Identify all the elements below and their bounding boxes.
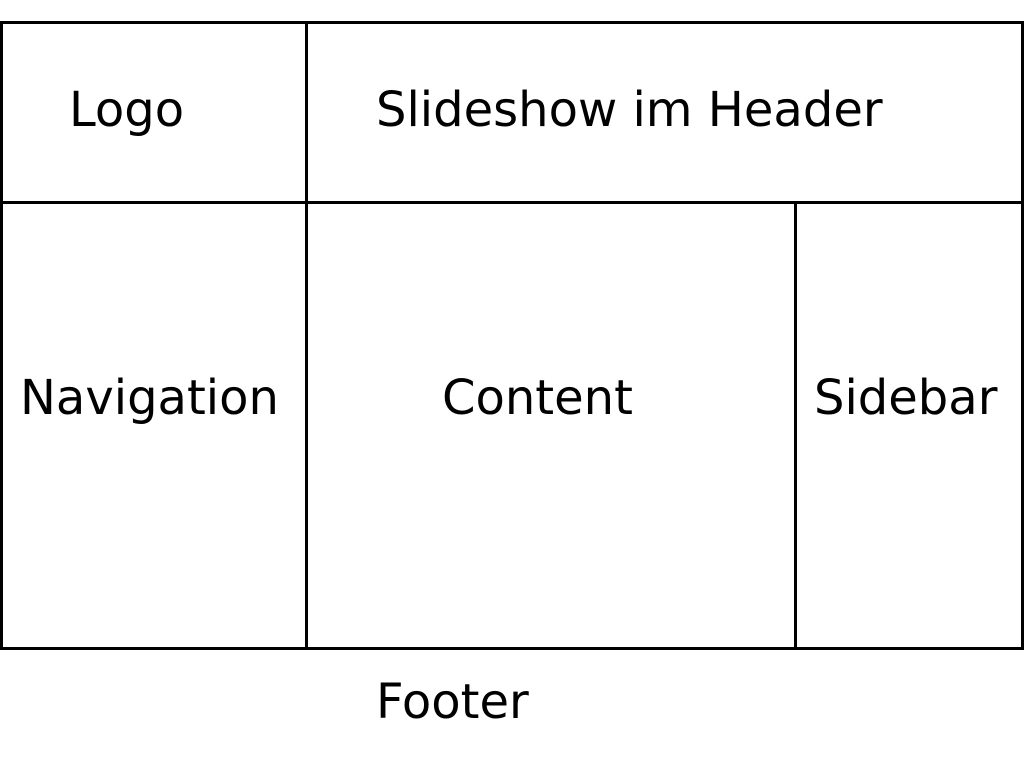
sidebar-label: Sidebar — [814, 370, 998, 426]
content-label: Content — [442, 370, 633, 426]
logo-label: Logo — [69, 82, 185, 138]
top-border — [0, 21, 1024, 24]
left-border — [0, 21, 3, 650]
header-label: Slideshow im Header — [376, 82, 883, 138]
right-border — [1021, 21, 1024, 650]
footer-label: Footer — [376, 674, 529, 730]
navigation-label: Navigation — [20, 370, 279, 426]
logo-navigation-divider — [305, 21, 308, 650]
bottom-border — [0, 647, 1024, 650]
header-divider — [0, 201, 1024, 204]
content-sidebar-divider — [794, 201, 797, 650]
